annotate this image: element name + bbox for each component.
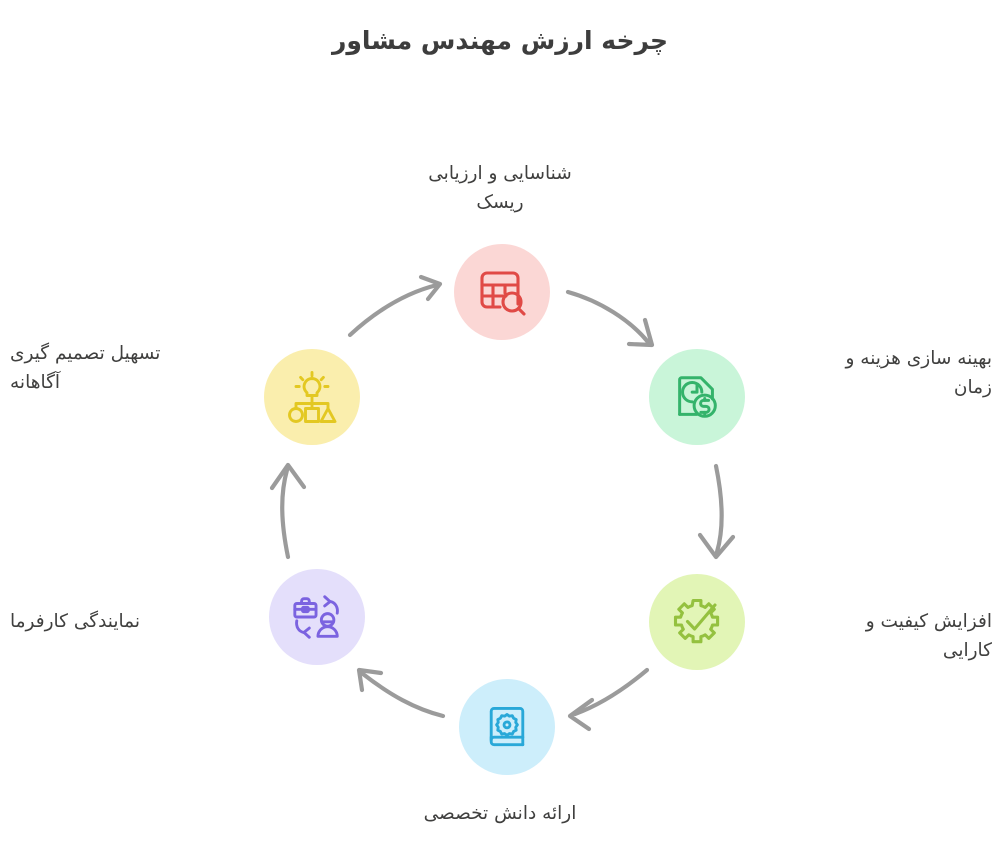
table-search-icon — [474, 264, 530, 320]
cycle-node-knowledge[interactable] — [459, 679, 555, 775]
arrow-quality-to-knowledge — [567, 667, 650, 732]
cycle-label-knowledge: ارائه دانش تخصصی — [423, 803, 577, 824]
cycle-node-decision[interactable] — [264, 349, 360, 445]
cycle-label-cost: بهینه سازی هزینه و زمان — [845, 348, 992, 398]
arrow-cost-to-quality — [697, 463, 736, 560]
briefcase-person-exchange-icon — [290, 590, 344, 644]
cycle-node-quality[interactable] — [649, 574, 745, 670]
arrow-risk-to-cost — [565, 289, 655, 348]
cycle-node-risk[interactable] — [454, 244, 550, 340]
gear-check-icon — [669, 594, 725, 650]
cycle-label-risk: شناسایی و ارزیابی ریسک — [428, 163, 572, 213]
cycle-node-cost[interactable] — [649, 349, 745, 445]
document-clock-dollar-icon — [670, 370, 724, 424]
arrow-knowledge-to-employer — [356, 667, 446, 719]
book-gear-icon — [481, 701, 533, 753]
lightbulb-decision-tree-icon — [284, 369, 340, 425]
cycle-label-decision: تسهیل تصمیم گیری آگاهانه — [10, 343, 161, 393]
page-title: چرخه ارزش مهندس مشاور — [331, 26, 669, 55]
cycle-label-employer: نمایندگی کارفرما — [10, 611, 141, 632]
cycle-node-employer[interactable] — [269, 569, 365, 665]
arrow-employer-to-decision — [269, 462, 307, 560]
cycle-label-quality: افزایش کیفیت و کارایی — [865, 611, 992, 661]
arrow-decision-to-risk — [347, 274, 443, 338]
